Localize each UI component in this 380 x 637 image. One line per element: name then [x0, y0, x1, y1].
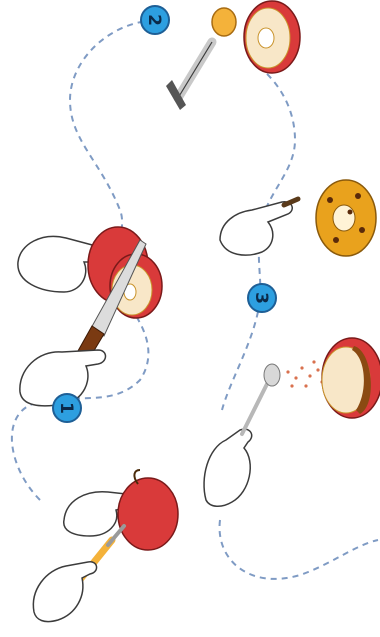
- step-label-2: 2: [144, 14, 164, 26]
- apple-ring-top: [244, 1, 300, 73]
- glove-hand-right-top: [220, 199, 298, 255]
- sprinkle-particles: [286, 360, 323, 387]
- glove-hand-bottom-lower: [33, 562, 96, 622]
- apple-whole: [118, 470, 178, 550]
- step-badge-2: 2: [141, 6, 169, 34]
- stuffed-apple-half: [322, 338, 380, 418]
- dashed-path: [220, 520, 378, 579]
- glove-hand-spoon: [204, 429, 252, 506]
- filled-apple-ring: [316, 180, 376, 256]
- step-badge-3: 3: [248, 284, 276, 312]
- step-label-1: 1: [56, 402, 76, 414]
- step-badge-1: 1: [53, 394, 81, 422]
- spoon: [242, 364, 280, 434]
- brush-illustration: [166, 8, 236, 110]
- step-label-3: 3: [251, 292, 271, 304]
